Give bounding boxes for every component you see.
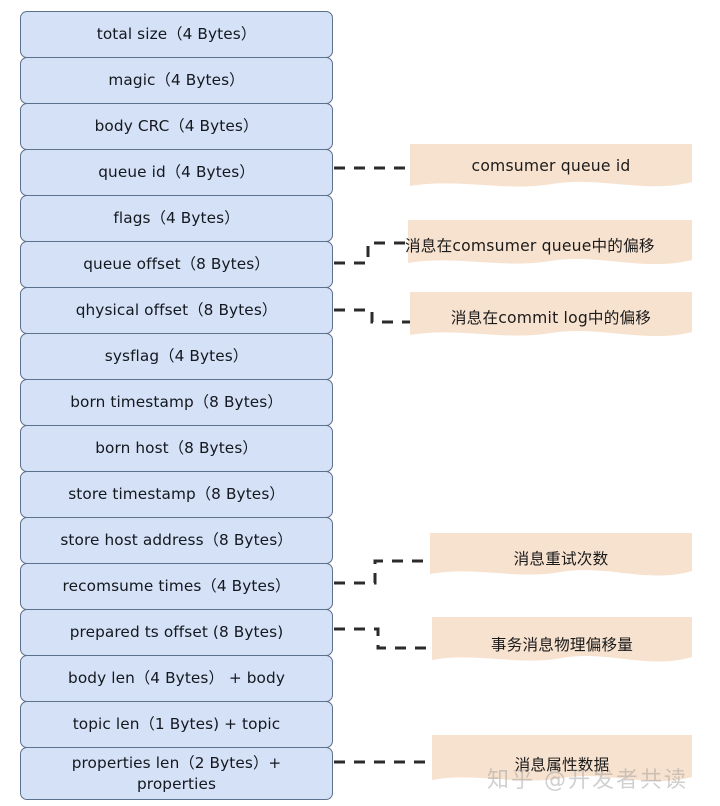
- field-row-body-len[interactable]: body len（4 Bytes） + body: [20, 655, 333, 702]
- field-label: flags（4 Bytes）: [113, 208, 240, 227]
- note-recomsume-times[interactable]: 消息重试次数: [430, 533, 692, 583]
- field-row-topic-len[interactable]: topic len（1 Bytes) + topic: [20, 701, 333, 748]
- field-row-prepared-ts-offset[interactable]: prepared ts offset (8 Bytes): [20, 609, 333, 656]
- note-text: 消息在comsumer queue中的偏移: [405, 237, 655, 255]
- field-label: qhysical offset（8 Bytes）: [75, 300, 278, 319]
- field-label: store timestamp（8 Bytes）: [68, 484, 285, 503]
- field-row-qhysical-offset[interactable]: qhysical offset（8 Bytes）: [20, 287, 333, 334]
- note-comsumer-queue-id[interactable]: comsumer queue id: [410, 144, 692, 192]
- field-row-store-timestamp[interactable]: store timestamp（8 Bytes）: [20, 471, 333, 518]
- field-label: born timestamp（8 Bytes）: [70, 392, 283, 411]
- message-field-stack: total size（4 Bytes） magic（4 Bytes） body …: [20, 11, 333, 800]
- field-label: recomsume times（4 Bytes）: [62, 576, 291, 595]
- field-label: total size（4 Bytes）: [96, 24, 257, 43]
- connector-recomsume-times: [334, 559, 430, 585]
- note-text: 消息属性数据: [514, 756, 610, 774]
- field-row-sysflag[interactable]: sysflag（4 Bytes）: [20, 333, 333, 380]
- field-label: queue id（4 Bytes）: [98, 162, 255, 181]
- note-background: [432, 617, 692, 662]
- note-qhysical-offset[interactable]: 消息在commit log中的偏移: [410, 292, 692, 342]
- note-background: [430, 533, 692, 576]
- field-label: body len（4 Bytes） + body: [68, 668, 285, 687]
- field-row-store-host-address[interactable]: store host address（8 Bytes）: [20, 517, 333, 564]
- note-text: 消息重试次数: [513, 550, 609, 568]
- field-label: topic len（1 Bytes) + topic: [72, 714, 281, 733]
- field-label: magic（4 Bytes）: [108, 70, 245, 89]
- field-row-born-timestamp[interactable]: born timestamp（8 Bytes）: [20, 379, 333, 426]
- field-row-queue-id[interactable]: queue id（4 Bytes）: [20, 149, 333, 196]
- field-label: body CRC（4 Bytes）: [94, 116, 259, 135]
- field-label: properties len（2 Bytes）+ properties: [71, 754, 282, 793]
- field-row-born-host[interactable]: born host（8 Bytes）: [20, 425, 333, 472]
- note-text: 消息在commit log中的偏移: [450, 309, 652, 327]
- field-label: born host（8 Bytes）: [95, 438, 258, 457]
- note-background: [408, 220, 692, 265]
- connector-prepared-ts-offset: [334, 627, 432, 650]
- field-row-queue-offset[interactable]: queue offset（8 Bytes）: [20, 241, 333, 288]
- connector-qhysical-offset: [334, 308, 410, 324]
- connector-queue-offset: [334, 241, 408, 265]
- field-label: store host address（8 Bytes）: [60, 530, 293, 549]
- field-row-properties-len[interactable]: properties len（2 Bytes）+ properties: [20, 747, 333, 800]
- field-label: sysflag（4 Bytes）: [104, 346, 249, 365]
- field-row-magic[interactable]: magic（4 Bytes）: [20, 57, 333, 104]
- field-row-flags[interactable]: flags（4 Bytes）: [20, 195, 333, 242]
- note-prepared-ts-offset[interactable]: 事务消息物理偏移量: [432, 617, 692, 669]
- note-text: comsumer queue id: [471, 157, 631, 175]
- field-label: queue offset（8 Bytes）: [83, 254, 270, 273]
- note-background: [432, 735, 692, 782]
- field-row-body-crc[interactable]: body CRC（4 Bytes）: [20, 103, 333, 150]
- note-queue-offset[interactable]: 消息在comsumer queue中的偏移: [405, 220, 692, 270]
- watermark: 知乎 @开发者共读: [487, 768, 688, 793]
- field-row-recomsume-times[interactable]: recomsume times（4 Bytes）: [20, 563, 333, 610]
- note-properties[interactable]: 消息属性数据: [432, 735, 692, 787]
- note-text: 事务消息物理偏移量: [490, 636, 634, 654]
- field-row-total-size[interactable]: total size（4 Bytes）: [20, 11, 333, 58]
- field-label: prepared ts offset (8 Bytes): [69, 622, 284, 641]
- note-background: [410, 144, 692, 187]
- note-background: [410, 292, 692, 337]
